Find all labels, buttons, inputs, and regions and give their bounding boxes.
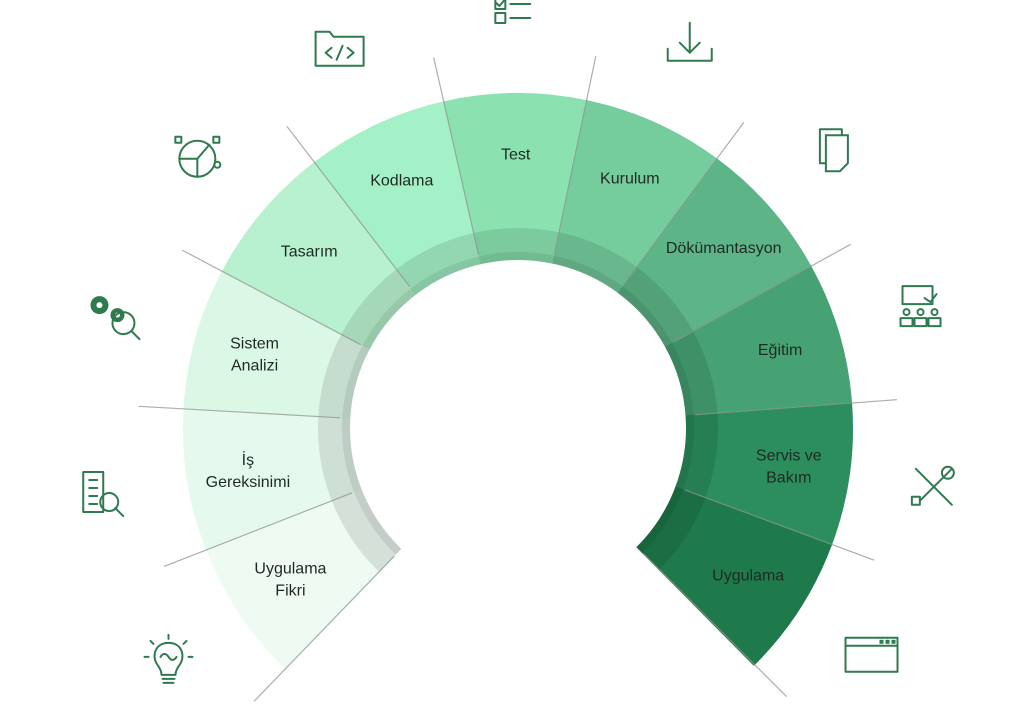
- segment-uygulama-fikri: [205, 488, 402, 669]
- segment-sistem-analizi: [183, 269, 370, 419]
- segment-label-servis-bakim: Bakım: [766, 469, 811, 486]
- lightbulb-icon: [143, 633, 194, 684]
- inner-ring-shadow: [342, 251, 695, 555]
- segment-separator: [181, 249, 361, 346]
- segment-label-kurulum: Kurulum: [600, 170, 660, 187]
- tools-icon: [910, 465, 955, 506]
- segment-servis-bakim: [675, 403, 853, 546]
- segment-separator: [553, 55, 597, 254]
- segment-label-is-gereksinimi: Gereksinimi: [206, 474, 290, 491]
- segment-label-test: Test: [501, 147, 531, 164]
- segment-label-uygulama-fikri: Uygulama: [254, 561, 326, 578]
- download-icon: [666, 21, 713, 62]
- segment-egitim: [665, 266, 853, 417]
- building-search-icon: [82, 471, 125, 518]
- documents-icon: [818, 128, 849, 173]
- icons-layer: [82, 0, 955, 684]
- segment-tasarim: [221, 161, 417, 350]
- segment-label-uygulama: Uygulama: [712, 568, 784, 585]
- segment-separator: [163, 492, 353, 567]
- segment-label-dokumantasyon: Dökümantasyon: [666, 240, 782, 257]
- inner-ring: [318, 227, 719, 572]
- segment-separator: [695, 399, 897, 416]
- inner-ring-band: [318, 227, 719, 572]
- segment-dokumantasyon: [617, 158, 812, 348]
- segment-label-sistem-analizi: Analizi: [231, 357, 278, 374]
- segment-label-tasarim: Tasarım: [281, 243, 338, 260]
- segment-separator: [253, 555, 395, 702]
- segment-label-egitim: Eğitim: [758, 342, 802, 359]
- segment-label-uygulama-fikri: Fikri: [275, 583, 305, 600]
- app-window-icon: [844, 636, 899, 673]
- segment-label-servis-bakim: Servis ve: [756, 447, 822, 464]
- segment-separator: [673, 243, 851, 343]
- segment-separator: [286, 125, 411, 288]
- checklist-icon: [494, 0, 532, 25]
- segment-label-sistem-analizi: Sistem: [230, 335, 279, 352]
- code-folder-icon: [314, 30, 365, 67]
- segment-separator: [643, 553, 788, 698]
- segment-is-gereksinimi: [182, 407, 362, 551]
- segment-kodlama: [314, 101, 482, 295]
- segment-label-is-gereksinimi: İş: [242, 450, 254, 469]
- segment-separator: [433, 57, 480, 255]
- gears-search-icon: [90, 296, 141, 341]
- design-tool-icon: [174, 135, 222, 178]
- segment-kurulum: [552, 100, 719, 294]
- segment-separator: [684, 489, 875, 561]
- segment-label-kodlama: Kodlama: [370, 172, 433, 189]
- segment-test: [443, 92, 589, 265]
- segment-separator: [623, 121, 745, 286]
- separators-layer: [138, 55, 897, 702]
- segment-uygulama: [636, 486, 833, 666]
- segments-layer: [182, 92, 853, 669]
- presentation-icon: [899, 285, 942, 328]
- segment-separator: [138, 405, 341, 419]
